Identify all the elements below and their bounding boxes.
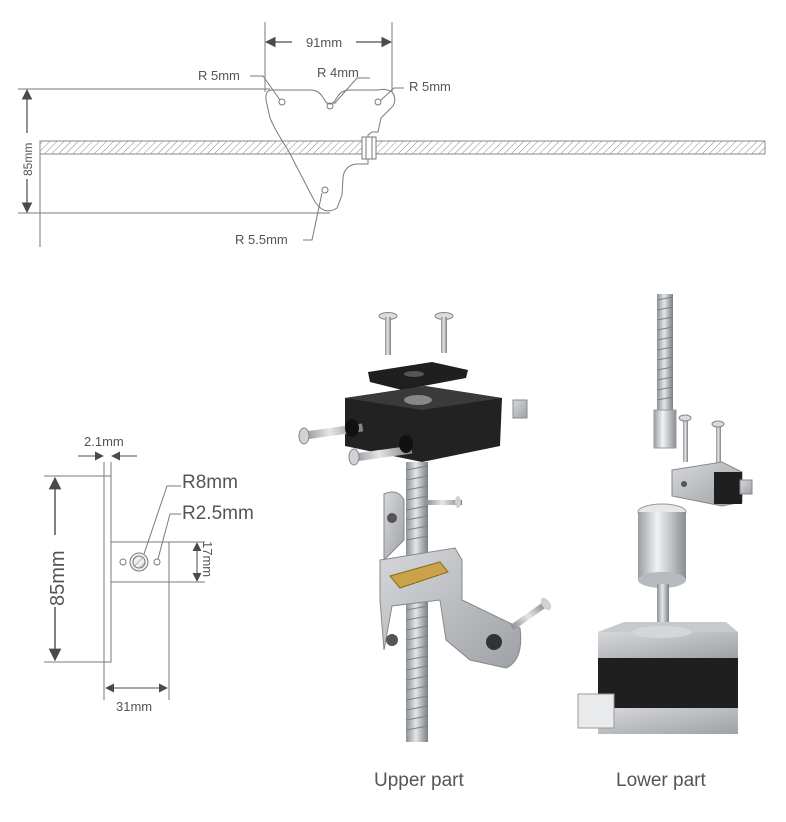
lower-part-illustration: [577, 294, 753, 734]
upper-part-caption: Upper part: [374, 770, 464, 791]
top-plate-drawing: [18, 22, 766, 247]
side-small-height-label: 17mm: [200, 541, 215, 577]
top-radius-left-label: R 5mm: [198, 68, 240, 83]
plate-outline: [265, 88, 396, 212]
top-radius-mid-label: R 4mm: [317, 65, 359, 80]
lower-part-caption: Lower part: [616, 770, 706, 791]
top-screw-left: [378, 312, 398, 355]
side-thickness-label: 2.1mm: [84, 434, 124, 449]
side-radius-big-label: R8mm: [182, 472, 238, 493]
bracket-flange: [110, 541, 170, 583]
top-radius-right-label: R 5mm: [409, 79, 451, 94]
side-bracket-drawing: [44, 462, 205, 700]
side-radius-small-label: R2.5mm: [182, 503, 254, 524]
upper-part-illustration: [298, 312, 552, 742]
top-radius-bottom-label: R 5.5mm: [235, 232, 288, 247]
side-height-label: 85mm: [47, 550, 69, 606]
bracket-web: [103, 475, 112, 663]
top-width-label: 91mm: [306, 35, 342, 50]
top-height-label: 85mm: [21, 143, 35, 176]
top-screw-right: [434, 312, 454, 353]
side-width-label: 31mm: [116, 699, 152, 714]
hatched-rail: [39, 140, 766, 155]
